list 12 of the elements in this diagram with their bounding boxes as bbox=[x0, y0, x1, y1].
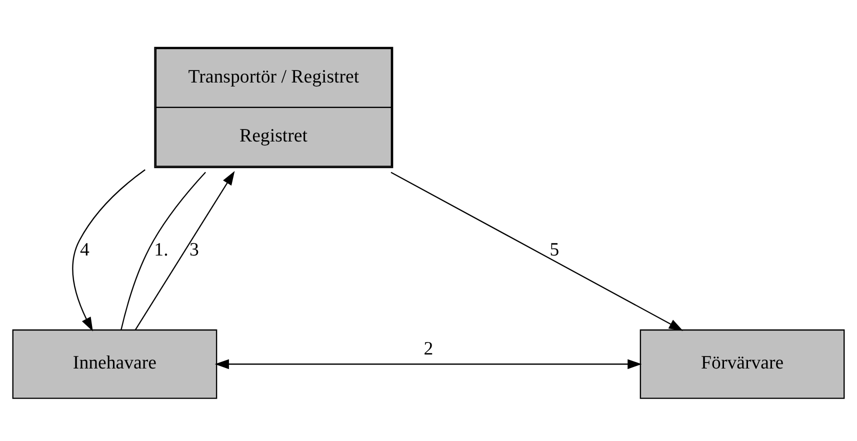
edge-label: 4 bbox=[80, 240, 90, 261]
arrow bbox=[134, 170, 235, 330]
edge-label: 1. bbox=[154, 240, 168, 261]
connector bbox=[120, 172, 206, 330]
edge-label: 3 bbox=[189, 240, 199, 261]
edge-label: 5 bbox=[550, 240, 560, 261]
arrow bbox=[390, 172, 684, 331]
node-box: Förvärvare bbox=[640, 329, 845, 399]
node-box: Innehavare bbox=[12, 329, 218, 399]
arrow bbox=[214, 359, 642, 370]
edge-label: 2 bbox=[424, 338, 434, 360]
arrow bbox=[72, 169, 146, 332]
